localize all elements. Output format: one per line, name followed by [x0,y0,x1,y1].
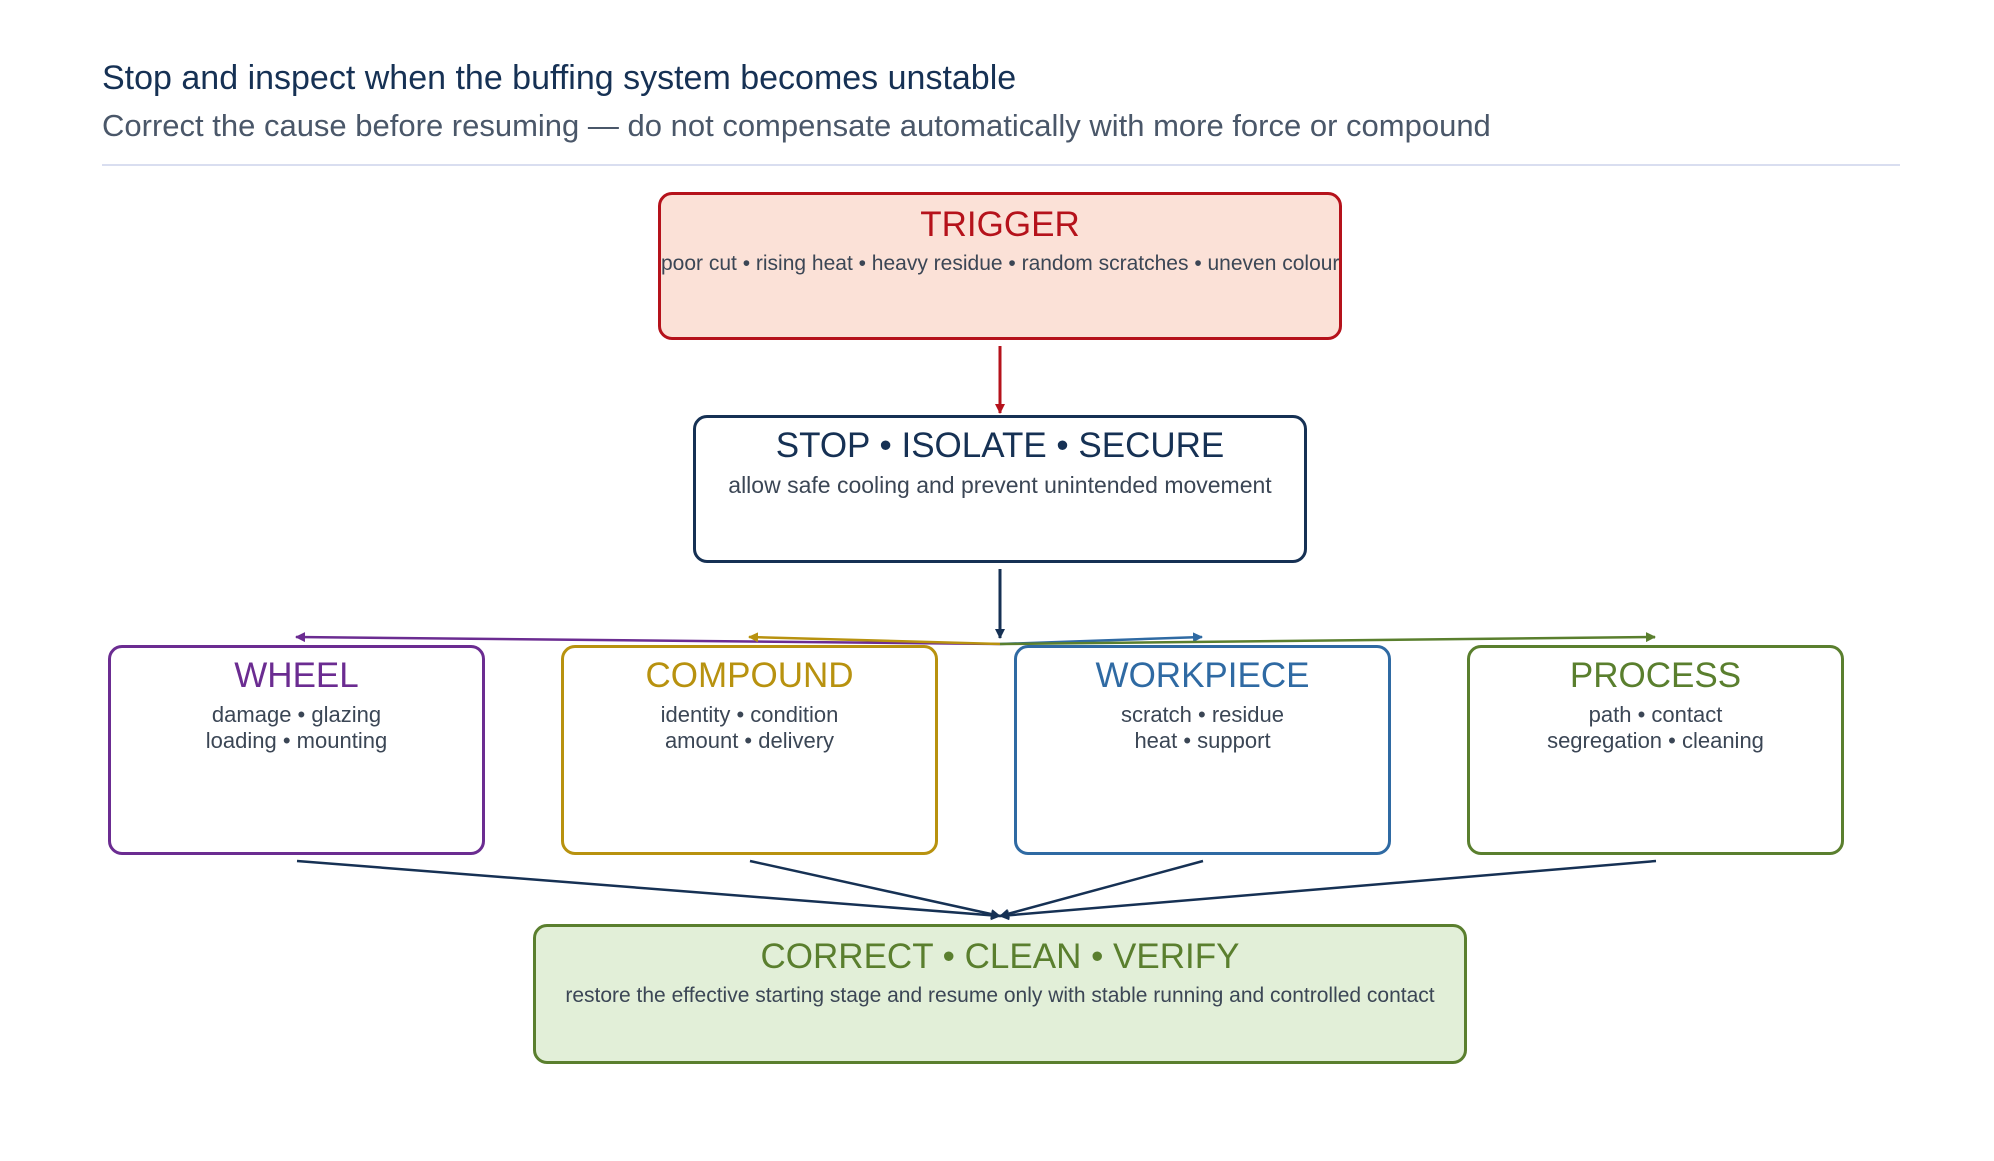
compound-line-2: amount • delivery [664,728,835,753]
stop-description: allow safe cooling and prevent unintende… [728,472,1272,498]
page-subtitle: Correct the cause before resuming — do n… [102,108,1491,143]
process-title: PROCESS [1569,656,1742,695]
header: Stop and inspect when the buffing system… [102,56,1900,146]
compound-title: COMPOUND [645,656,854,695]
trigger-description: poor cut • rising heat • heavy residue •… [661,252,1340,275]
arrow-to-wheel [295,632,1001,646]
page-title: Stop and inspect when the buffing system… [102,59,1017,97]
workpiece-line-1: scratch • residue [1121,702,1284,727]
process-line-1: path • contact [1588,702,1723,727]
workpiece-title: WORKPIECE [1095,656,1310,695]
workpiece-box: WORKPIECE scratch • residue heat • suppo… [1014,645,1391,855]
wheel-line-2: loading • mounting [205,728,388,753]
header-divider [102,164,1900,166]
stop-title: STOP • ISOLATE • SECURE [775,426,1225,465]
arrow-workpiece-to-correct [999,859,1204,919]
correct-description: restore the effective starting stage and… [565,984,1435,1007]
workpiece-line-2: heat • support [1134,728,1271,753]
stop-box: STOP • ISOLATE • SECURE allow safe cooli… [693,415,1307,563]
compound-line-1: identity • condition [660,702,839,727]
compound-box: COMPOUND identity • condition amount • d… [561,645,938,855]
arrow-process-to-correct [999,859,1657,921]
wheel-title: WHEEL [234,656,359,695]
arrow-to-workpiece [999,632,1203,646]
arrow-wheel-to-correct [296,859,1001,921]
process-box: PROCESS path • contact segregation • cle… [1467,645,1844,855]
arrow-compound-to-correct [749,859,1001,919]
correct-title: CORRECT • CLEAN • VERIFY [760,937,1240,976]
trigger-title: TRIGGER [920,205,1080,244]
arrow-to-process [999,632,1656,646]
correct-box: CORRECT • CLEAN • VERIFY restore the eff… [533,924,1467,1064]
wheel-box: WHEEL damage • glazing loading • mountin… [108,645,485,855]
wheel-line-1: damage • glazing [211,702,382,727]
process-line-2: segregation • cleaning [1547,728,1764,753]
arrow-to-compound [748,632,1001,646]
trigger-box: TRIGGER poor cut • rising heat • heavy r… [658,192,1342,340]
